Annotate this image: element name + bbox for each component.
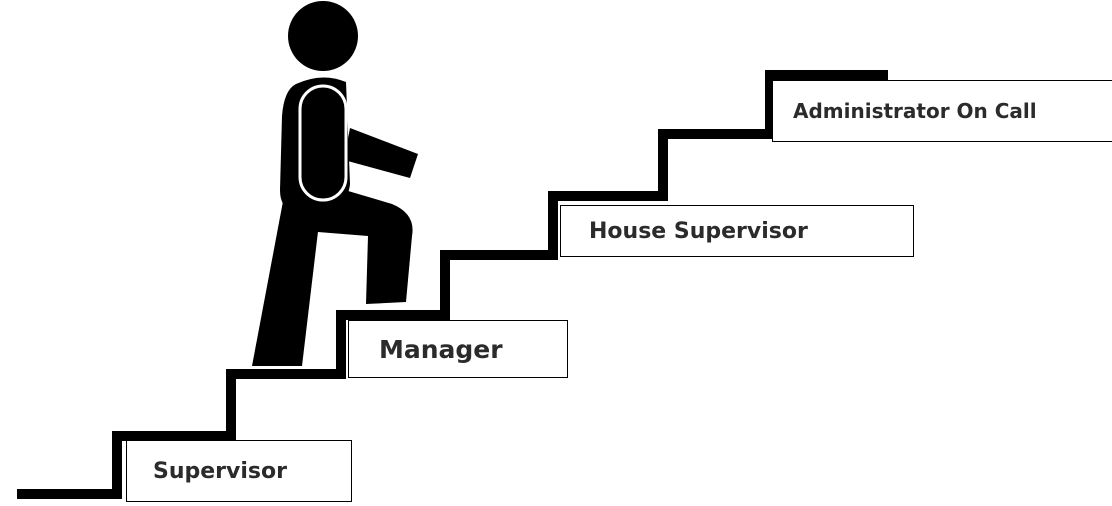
step-label-manager: Manager (348, 320, 568, 378)
staircase-line (17, 70, 888, 499)
person-climbing-stairs-icon (252, 1, 418, 366)
step-label-administrator-on-call: Administrator On Call (772, 80, 1112, 142)
step-label-house-supervisor: House Supervisor (560, 205, 914, 257)
step-label-supervisor: Supervisor (126, 440, 352, 502)
